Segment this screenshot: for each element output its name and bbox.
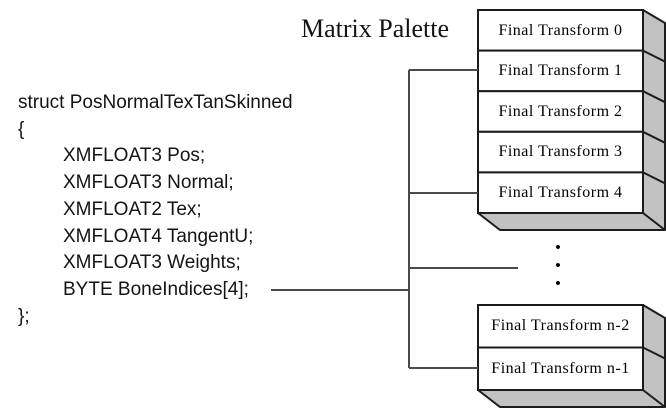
slab-corner-crease [642,389,666,408]
slab-corner-crease [642,212,666,231]
final-transform-0-label: Final Transform 0 [498,21,623,39]
final-transform-1-label: Final Transform 1 [498,62,623,80]
diagram-title: Matrix Palette [300,14,449,43]
final-transform-box [477,9,644,52]
final-transform-2-label: Final Transform 2 [498,102,623,120]
ellipsis-dots: • • • [555,239,561,292]
code-line: struct PosNormalTexTanSkinned [18,92,293,113]
slab-notch-line [642,171,666,185]
code-line: XMFLOAT3 Pos; [63,145,206,167]
code-line: BYTE BoneIndices[4]; [63,278,249,300]
final-transform-box [477,171,644,214]
final-transform-box [477,346,644,391]
final-transform-n1-label: Final Transform n-1 [491,359,630,377]
final-transform-n2-label: Final Transform n-2 [491,317,630,335]
final-transform-box [477,130,644,174]
final-transform-3-label: Final Transform 3 [498,143,623,161]
code-line: XMFLOAT4 TangentU; [63,225,254,247]
slab-notch-line [642,130,666,144]
slab-notch-line [642,49,666,63]
code-block: struct PosNormalTexTanSkinned { XMFLOAT3… [18,90,293,330]
slab-notch-line [642,346,666,360]
code-line: XMFLOAT2 Tex; [63,198,202,220]
code-line: XMFLOAT3 Weights; [63,252,241,274]
code-line: }; [18,305,30,327]
code-line: { [18,118,25,140]
slab-notch-line [642,90,666,104]
final-transform-4-label: Final Transform 4 [498,183,623,201]
code-line: XMFLOAT3 Normal; [63,172,234,194]
